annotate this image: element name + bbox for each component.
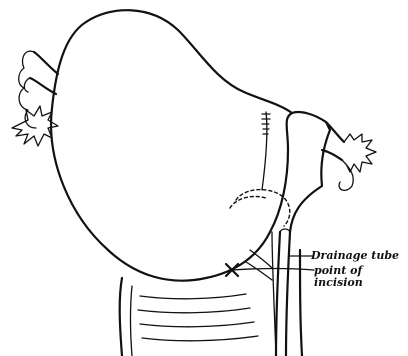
incision-dashed-circle (236, 190, 290, 226)
point-of-incision-label: point of incision (314, 265, 363, 289)
canal-inner-wall (131, 232, 277, 356)
drainage-tube-label: Drainage tube (311, 250, 399, 262)
organ-top-lobe (86, 10, 292, 113)
drainage-tube (276, 232, 290, 356)
drainage-tube-top (280, 229, 290, 232)
canal-left-wall (120, 278, 122, 356)
point-of-incision-label-line2: incision (314, 277, 363, 289)
incision-dashed-arc (230, 196, 266, 208)
organ-body-outline (51, 22, 330, 281)
canal-rugae (138, 250, 272, 341)
canal-right-wall (300, 250, 302, 356)
